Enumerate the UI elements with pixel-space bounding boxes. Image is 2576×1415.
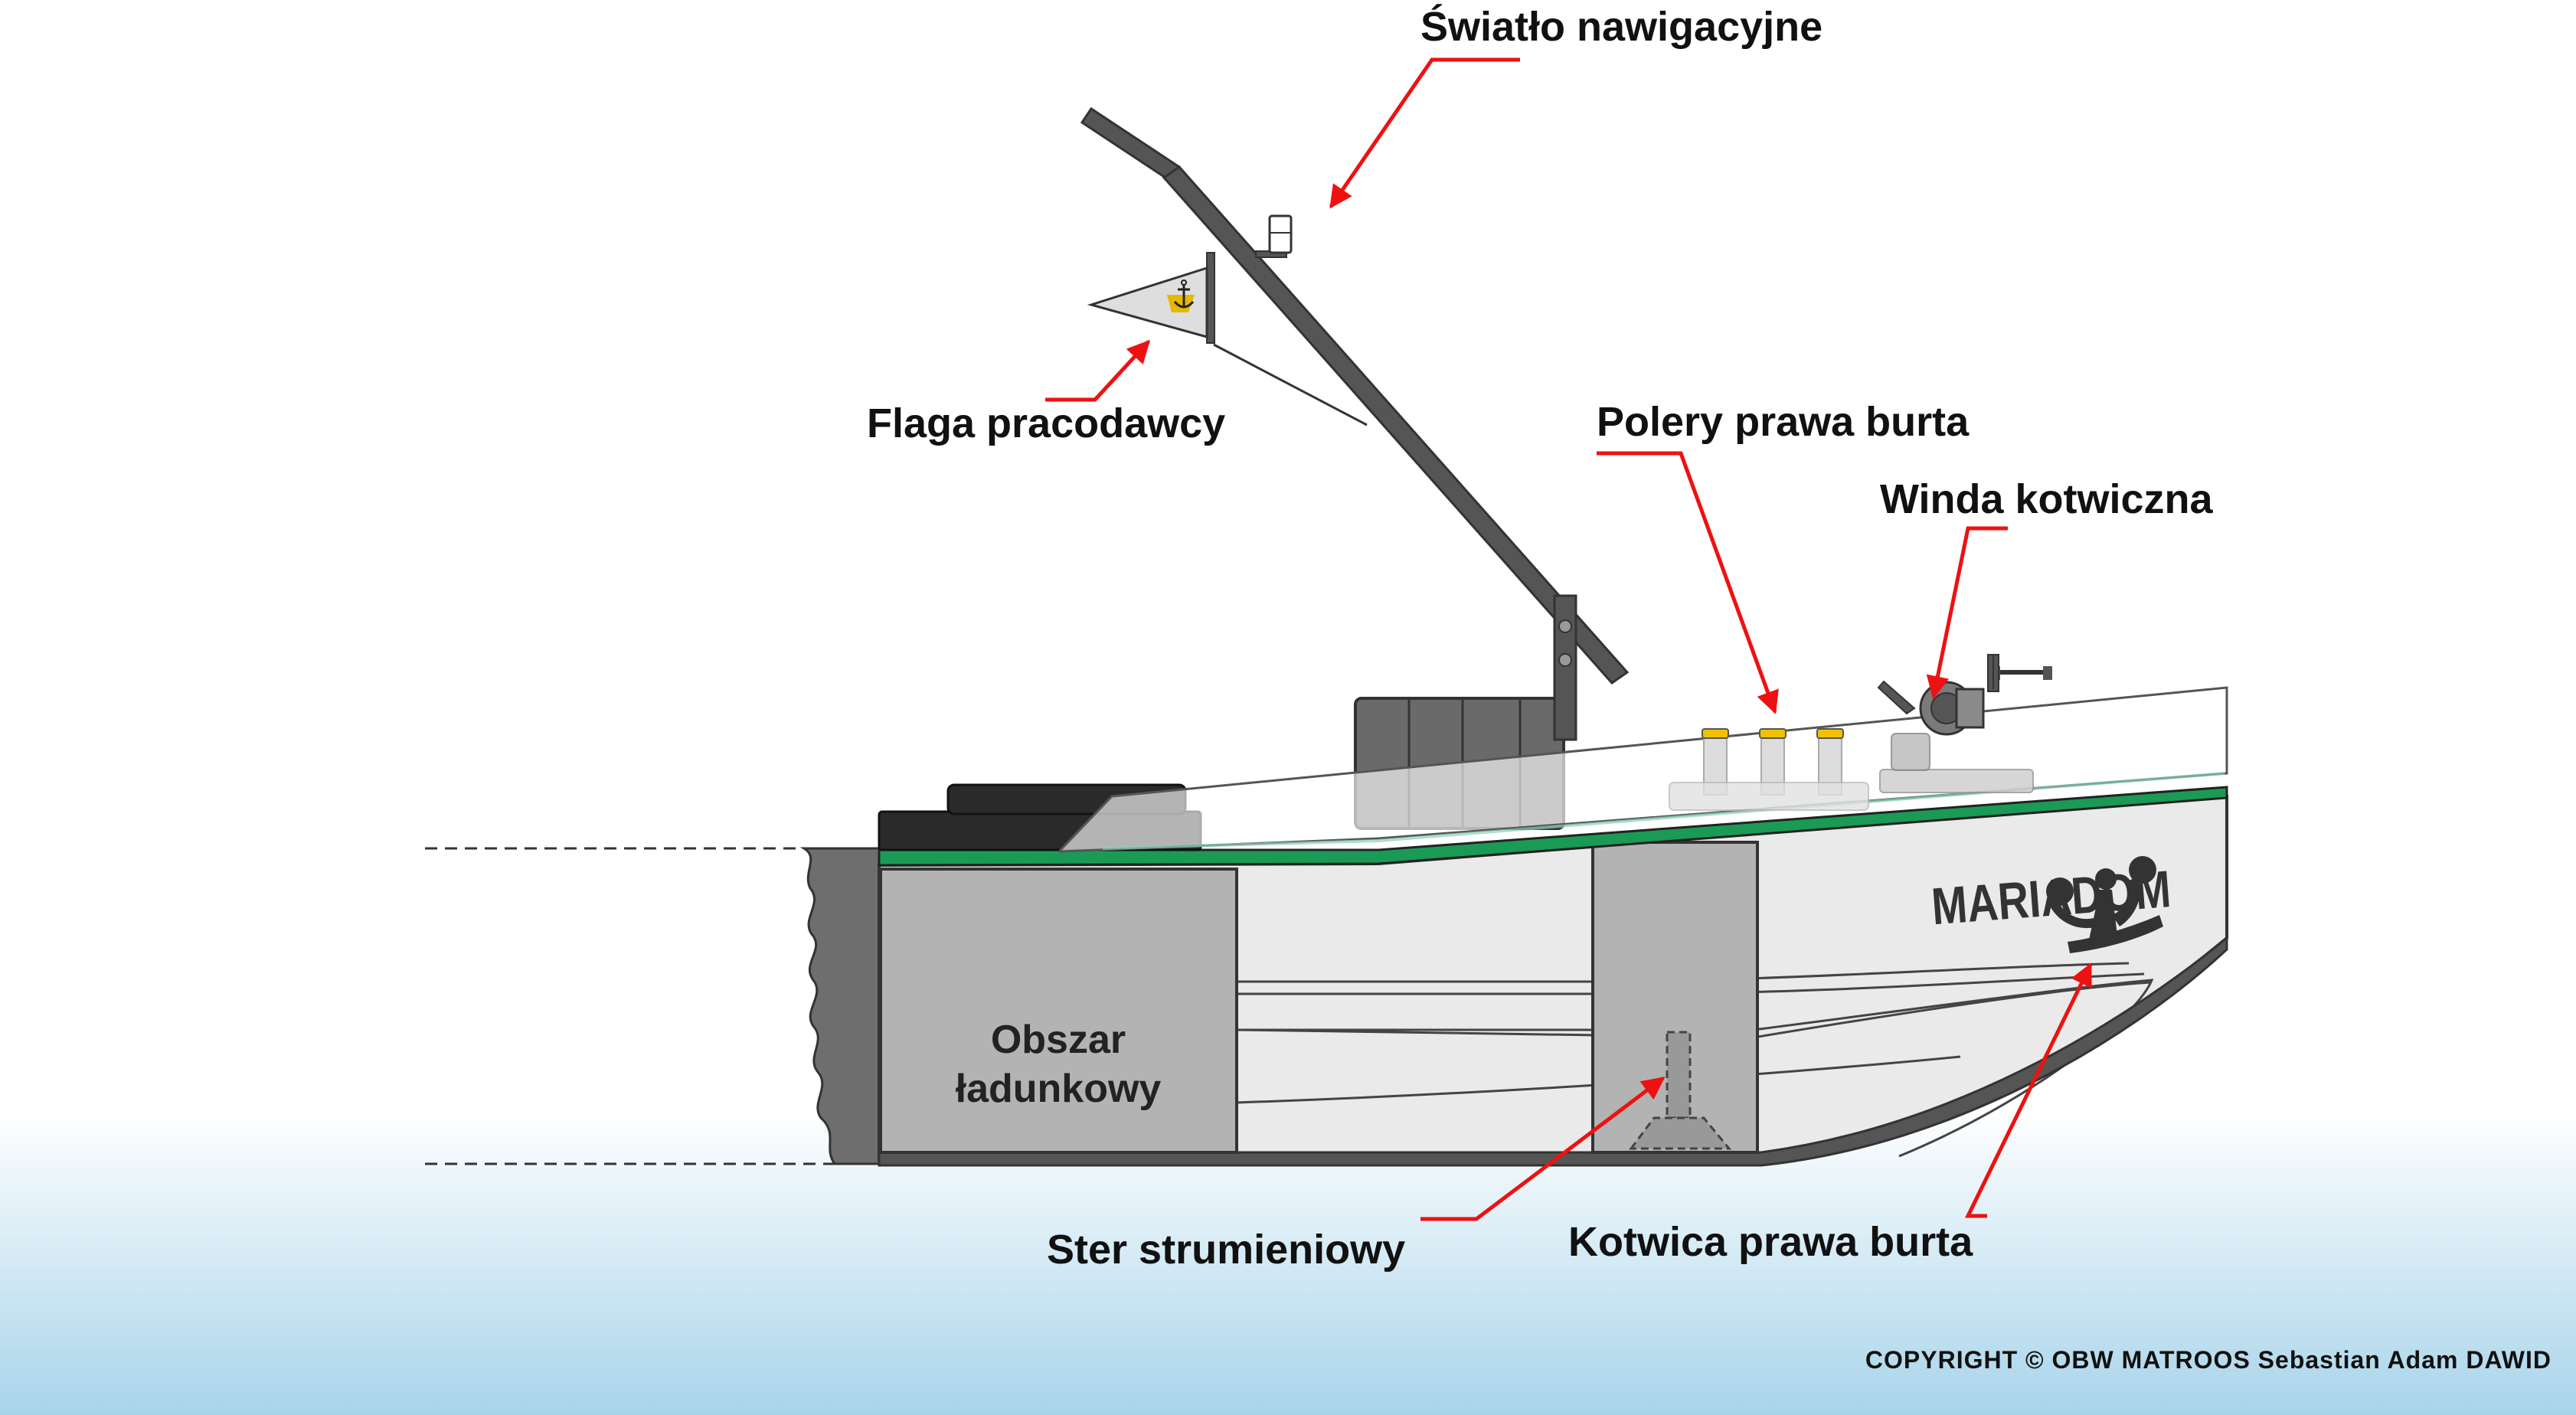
bollard-base bbox=[1669, 782, 1869, 811]
employer-flag bbox=[1087, 266, 1208, 338]
mast-post bbox=[1553, 594, 1577, 741]
label-bollards: Polery prawa burta bbox=[1597, 399, 1970, 445]
label-employer-flag: Flaga pracodawcy bbox=[867, 400, 1226, 446]
label-bow-thruster: Ster strumieniowy bbox=[1047, 1227, 1406, 1273]
label-cargo-line-2: ładunkowy bbox=[955, 1067, 1162, 1111]
deck-green-stripe bbox=[878, 786, 2228, 867]
mast-arm bbox=[1162, 165, 1630, 685]
bow-keel bbox=[878, 935, 2228, 1167]
label-cargo-area: Obszar ładunkowy bbox=[890, 1015, 1227, 1113]
hull-line-3 bbox=[1236, 981, 2151, 1039]
pointer-nav-light bbox=[1329, 57, 1520, 209]
mast-pivot-1 bbox=[1558, 619, 1572, 633]
flag-stay bbox=[1213, 343, 1368, 426]
label-windlass: Winda kotwiczna bbox=[1880, 476, 2213, 522]
hull-line-5 bbox=[1237, 979, 2154, 1158]
mast-arm-upper bbox=[1080, 106, 1182, 183]
cargo-area-panel bbox=[879, 868, 1238, 1154]
hull-cut-section bbox=[799, 847, 882, 1165]
mast-pivot-2 bbox=[1558, 653, 1572, 667]
copyright-notice: COPYRIGHT © OBW MATROOS Sebastian Adam D… bbox=[1865, 1346, 2551, 1374]
pointer-bollards bbox=[1597, 451, 1779, 714]
label-cargo-line-1: Obszar bbox=[990, 1018, 1126, 1062]
anchor-emblem-icon bbox=[1167, 279, 1195, 312]
thruster-shaft bbox=[1666, 1031, 1692, 1119]
pointer-employer-flag bbox=[1045, 339, 1151, 402]
pointer-windlass bbox=[1926, 526, 2008, 699]
anchor-icon bbox=[2046, 856, 2163, 953]
nav-light-lamp bbox=[1268, 214, 1293, 254]
thruster-base bbox=[1629, 1116, 1732, 1150]
pointer-anchor bbox=[1964, 962, 2093, 1218]
deck-edge-teal bbox=[1102, 772, 2225, 850]
label-anchor: Kotwica prawa burta bbox=[1568, 1219, 1973, 1265]
label-nav-light: Światło nawigacyjne bbox=[1420, 4, 1823, 50]
pointer-bow-thruster bbox=[1420, 1077, 1666, 1221]
